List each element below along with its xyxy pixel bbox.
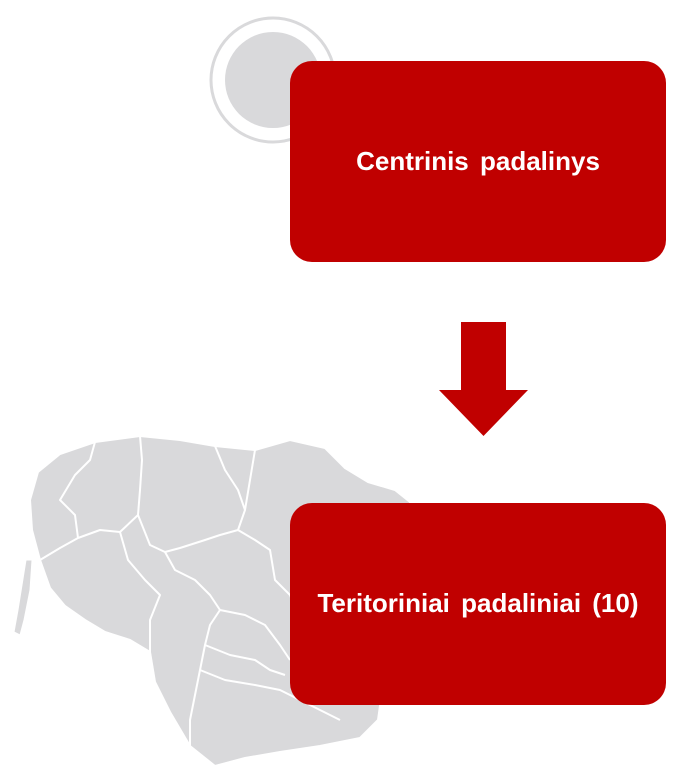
territorial-units-box: Teritoriniai padaliniai (10) [290,503,666,705]
central-unit-label: Centrinis padalinys [356,145,600,176]
central-unit-box: Centrinis padalinys [290,61,666,262]
territorial-units-label: Teritoriniai padaliniai (10) [317,588,639,619]
down-arrow-icon [439,322,528,436]
